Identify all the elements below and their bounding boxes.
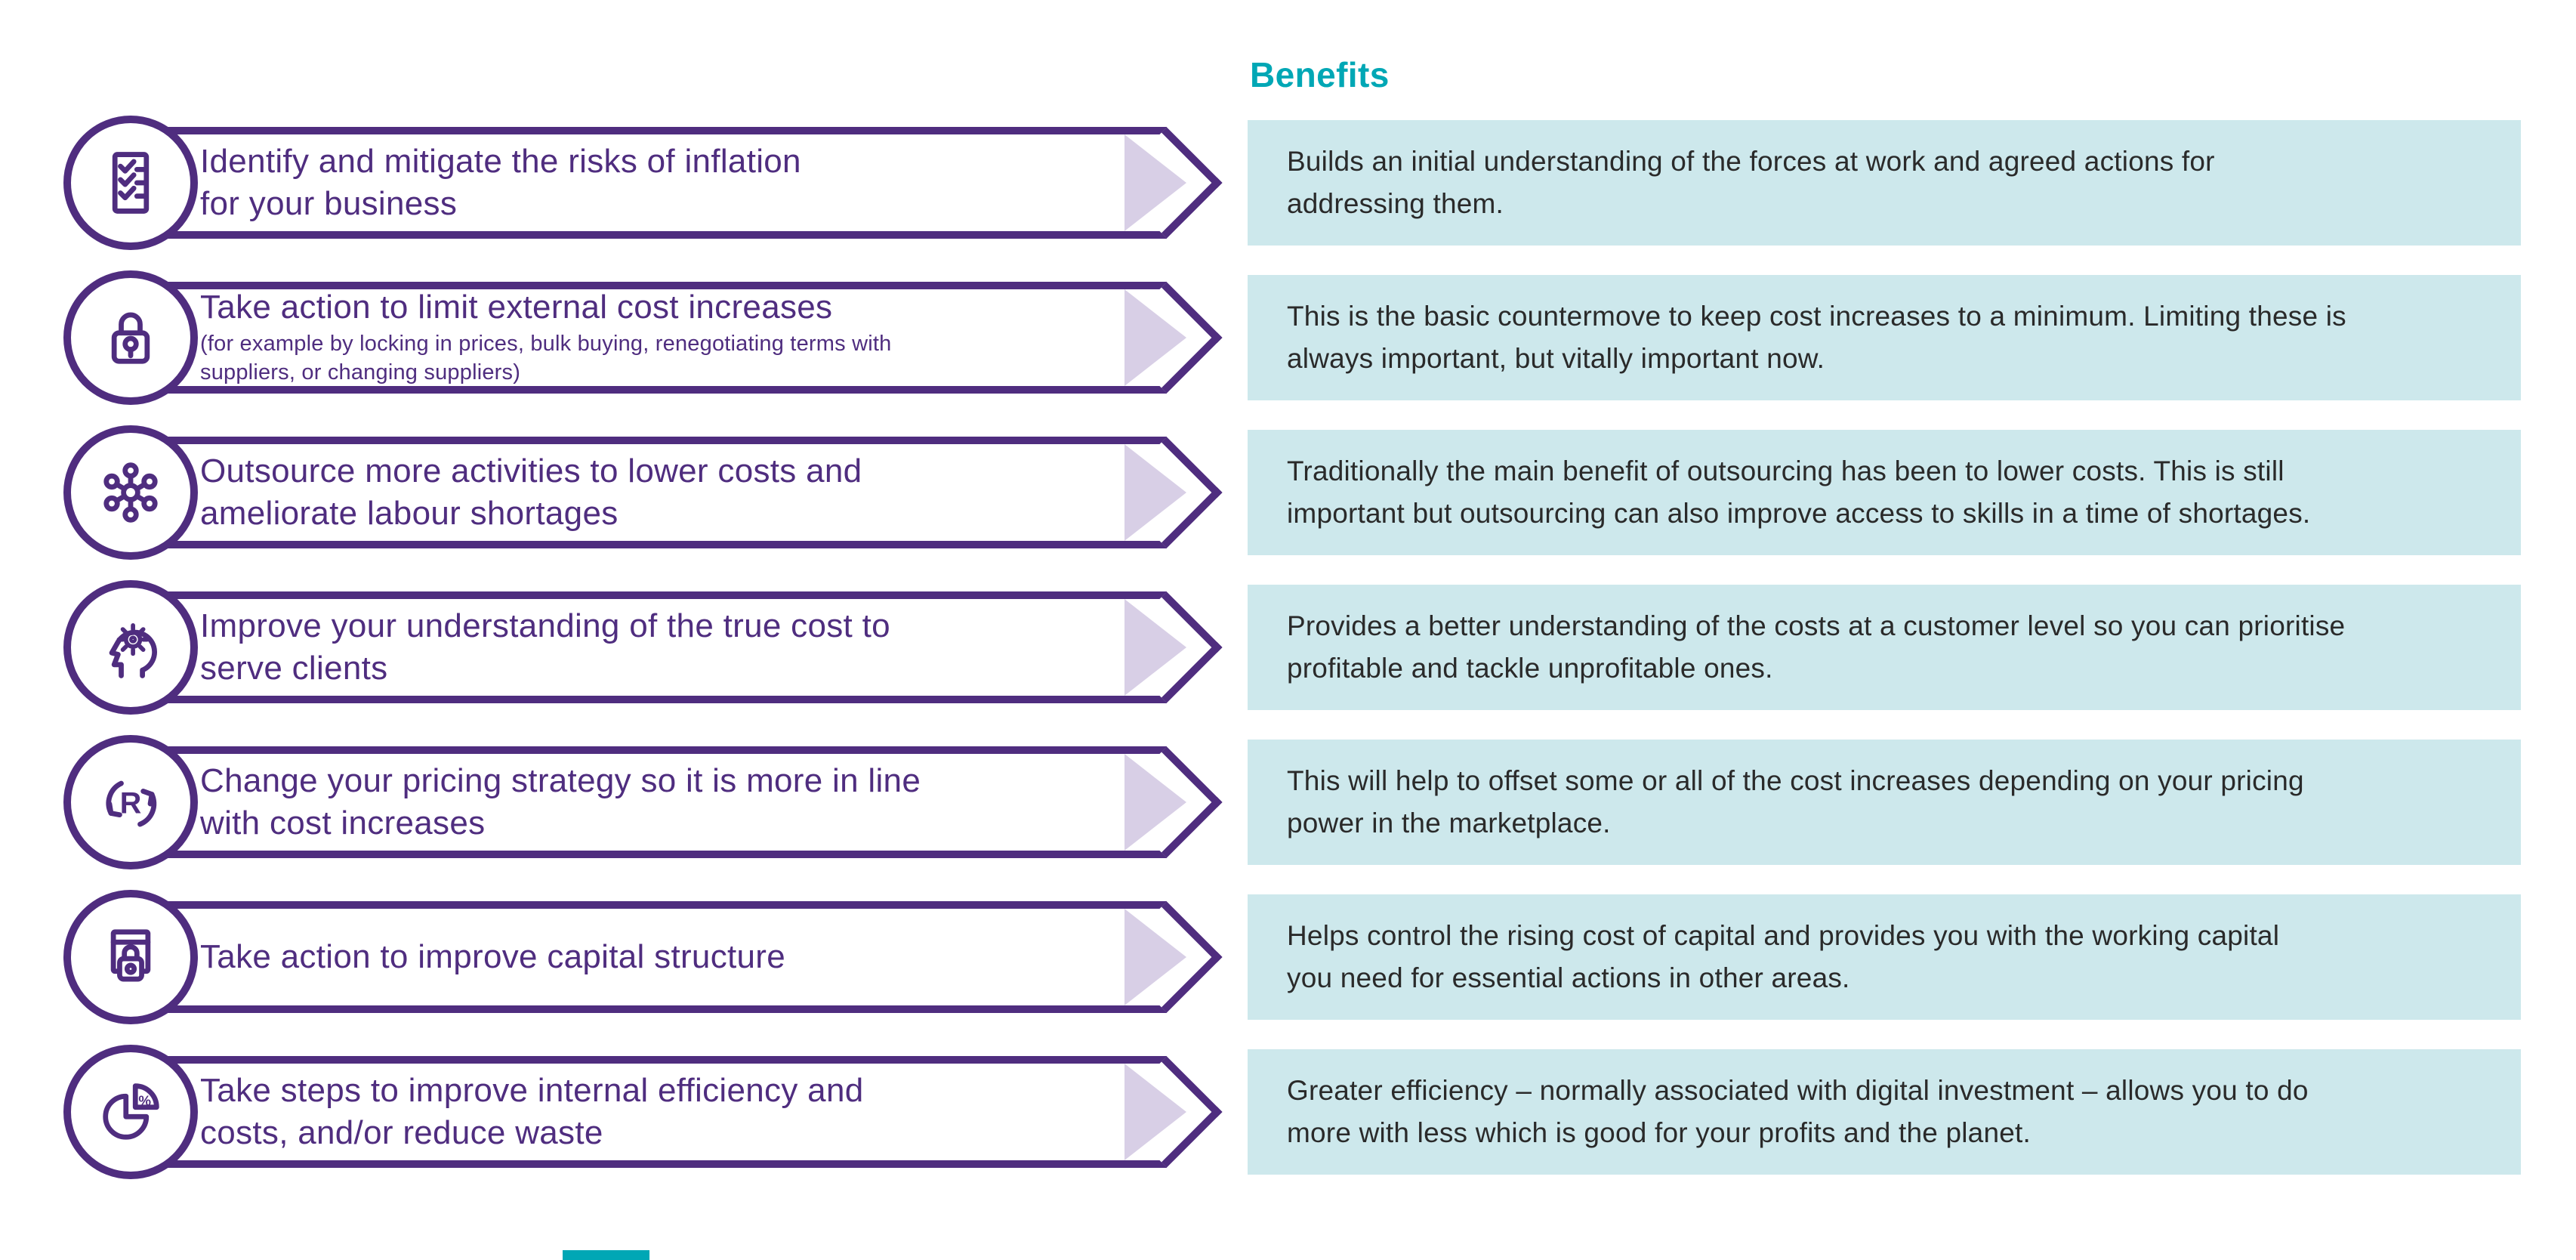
head-gear-icon	[109, 623, 157, 678]
arrow-head-icon	[1124, 289, 1186, 386]
refresh-pricing-icon: R	[106, 780, 157, 827]
benefit-text: This will help to offset some or all of …	[1287, 765, 2304, 838]
arrow-head-icon	[1124, 909, 1186, 1005]
action-title: Improve your understanding of the true c…	[200, 607, 890, 687]
action-row-7: Take steps to improve internal efficienc…	[0, 1035, 2576, 1190]
action-banner: Improve your understanding of the true c…	[113, 591, 1223, 703]
benefit-box: Provides a better understanding of the c…	[1248, 585, 2521, 710]
decorative-teal-mark	[563, 1250, 649, 1260]
benefit-box: Traditionally the main benefit of outsou…	[1248, 430, 2521, 555]
action-banner: Identify and mitigate the risks of infla…	[113, 127, 1223, 239]
benefit-text: Greater efficiency – normally associated…	[1287, 1075, 2309, 1148]
network-icon	[103, 462, 158, 523]
action-banner: Change your pricing strategy so it is mo…	[113, 746, 1223, 858]
action-title: Outsource more activities to lower costs…	[200, 452, 862, 532]
padlock-icon	[111, 312, 150, 364]
benefit-text: Traditionally the main benefit of outsou…	[1287, 456, 2311, 529]
arrow-head-icon	[1124, 444, 1186, 541]
benefit-box: Helps control the rising cost of capital…	[1248, 894, 2521, 1020]
benefits-heading: Benefits	[1250, 55, 1390, 94]
action-row-3: Outsource more activities to lower costs…	[0, 415, 2576, 570]
action-banner: Take steps to improve internal efficienc…	[113, 1056, 1223, 1168]
action-banner: Outsource more activities to lower costs…	[113, 437, 1223, 548]
action-icon-circle	[63, 580, 198, 715]
action-icon-circle: R	[63, 735, 198, 869]
arrow-head-icon	[1124, 599, 1186, 696]
checklist-icon	[112, 152, 150, 214]
arrow-head-icon	[1124, 754, 1186, 851]
benefit-box: Builds an initial understanding of the f…	[1248, 120, 2521, 246]
action-subtitle: (for example by locking in prices, bulk …	[200, 332, 892, 384]
action-title: Take action to improve capital structure	[200, 938, 786, 975]
arrow-head-icon	[1124, 1064, 1186, 1160]
benefit-box: This is the basic countermove to keep co…	[1248, 275, 2521, 400]
capital-lock-icon	[110, 929, 151, 982]
benefit-text: Provides a better understanding of the c…	[1287, 610, 2346, 684]
action-title: Take steps to improve internal efficienc…	[200, 1072, 864, 1151]
action-row-4: Improve your understanding of the true c…	[0, 570, 2576, 725]
benefit-text: Helps control the rising cost of capital…	[1287, 920, 2280, 993]
benefit-text: Builds an initial understanding of the f…	[1287, 146, 2215, 219]
arrow-head-icon	[1124, 134, 1186, 231]
action-banner: Take action to improve capital structure	[113, 901, 1223, 1013]
action-title: Take action to limit external cost incre…	[200, 289, 833, 326]
benefit-box: This will help to offset some or all of …	[1248, 740, 2521, 865]
action-title: Identify and mitigate the risks of infla…	[200, 143, 801, 222]
action-icon-circle: %	[63, 1045, 198, 1179]
action-banner: Take action to limit external cost incre…	[113, 282, 1223, 394]
action-icon-circle	[63, 890, 198, 1024]
action-icon-circle	[63, 116, 198, 250]
action-icon-circle	[63, 270, 198, 405]
benefit-box: Greater efficiency – normally associated…	[1248, 1049, 2521, 1175]
svg-text:%: %	[138, 1093, 151, 1109]
action-row-2: Take action to limit external cost incre…	[0, 261, 2576, 415]
action-row-1: Identify and mitigate the risks of infla…	[0, 106, 2576, 261]
action-row-5: Change your pricing strategy so it is mo…	[0, 725, 2576, 880]
action-icon-circle	[63, 425, 198, 560]
benefit-text: This is the basic countermove to keep co…	[1287, 301, 2346, 374]
pie-percent-icon: %	[103, 1083, 159, 1140]
action-row-6: Take action to improve capital structure…	[0, 880, 2576, 1035]
svg-text:R: R	[120, 787, 142, 820]
action-title: Change your pricing strategy so it is mo…	[200, 762, 921, 842]
